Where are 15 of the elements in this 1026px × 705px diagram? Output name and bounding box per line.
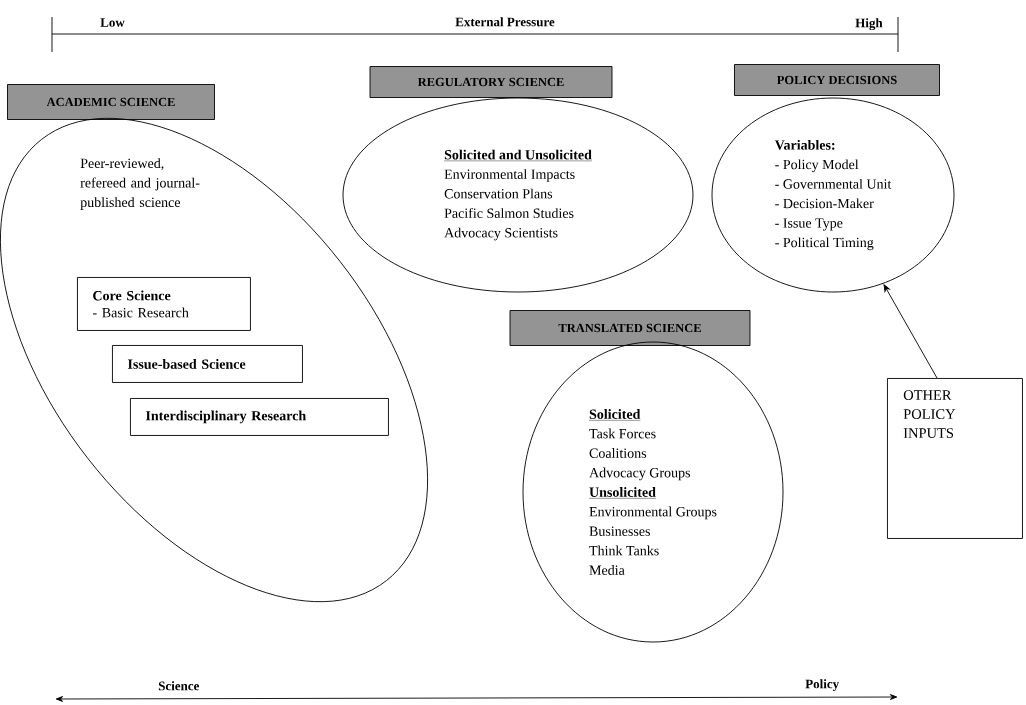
arrow	[883, 284, 938, 379]
body-text: Peer-reviewed, refereed and journal-published science	[80, 158, 200, 210]
axis-label: External Pressure	[455, 17, 555, 27]
category-box: Issue-based Science	[112, 345, 303, 383]
axis-label: Policy	[805, 679, 839, 692]
axis-label: High	[855, 18, 883, 31]
axis-label: Low	[100, 18, 125, 27]
header-box: REGULATORY SCIENCE	[369, 66, 613, 98]
category-box: Core Science - Basic Research	[77, 277, 251, 331]
text-box: OTHER POLICY INPUTS	[887, 378, 1023, 539]
category-box: Interdisciplinary Research	[130, 398, 389, 436]
header-box: TRANSLATED SCIENCE	[509, 310, 751, 346]
header-box: ACADEMIC SCIENCE	[7, 84, 215, 120]
axis-label: Science	[158, 681, 199, 691]
header-box: POLICY DECISIONS	[734, 64, 940, 96]
